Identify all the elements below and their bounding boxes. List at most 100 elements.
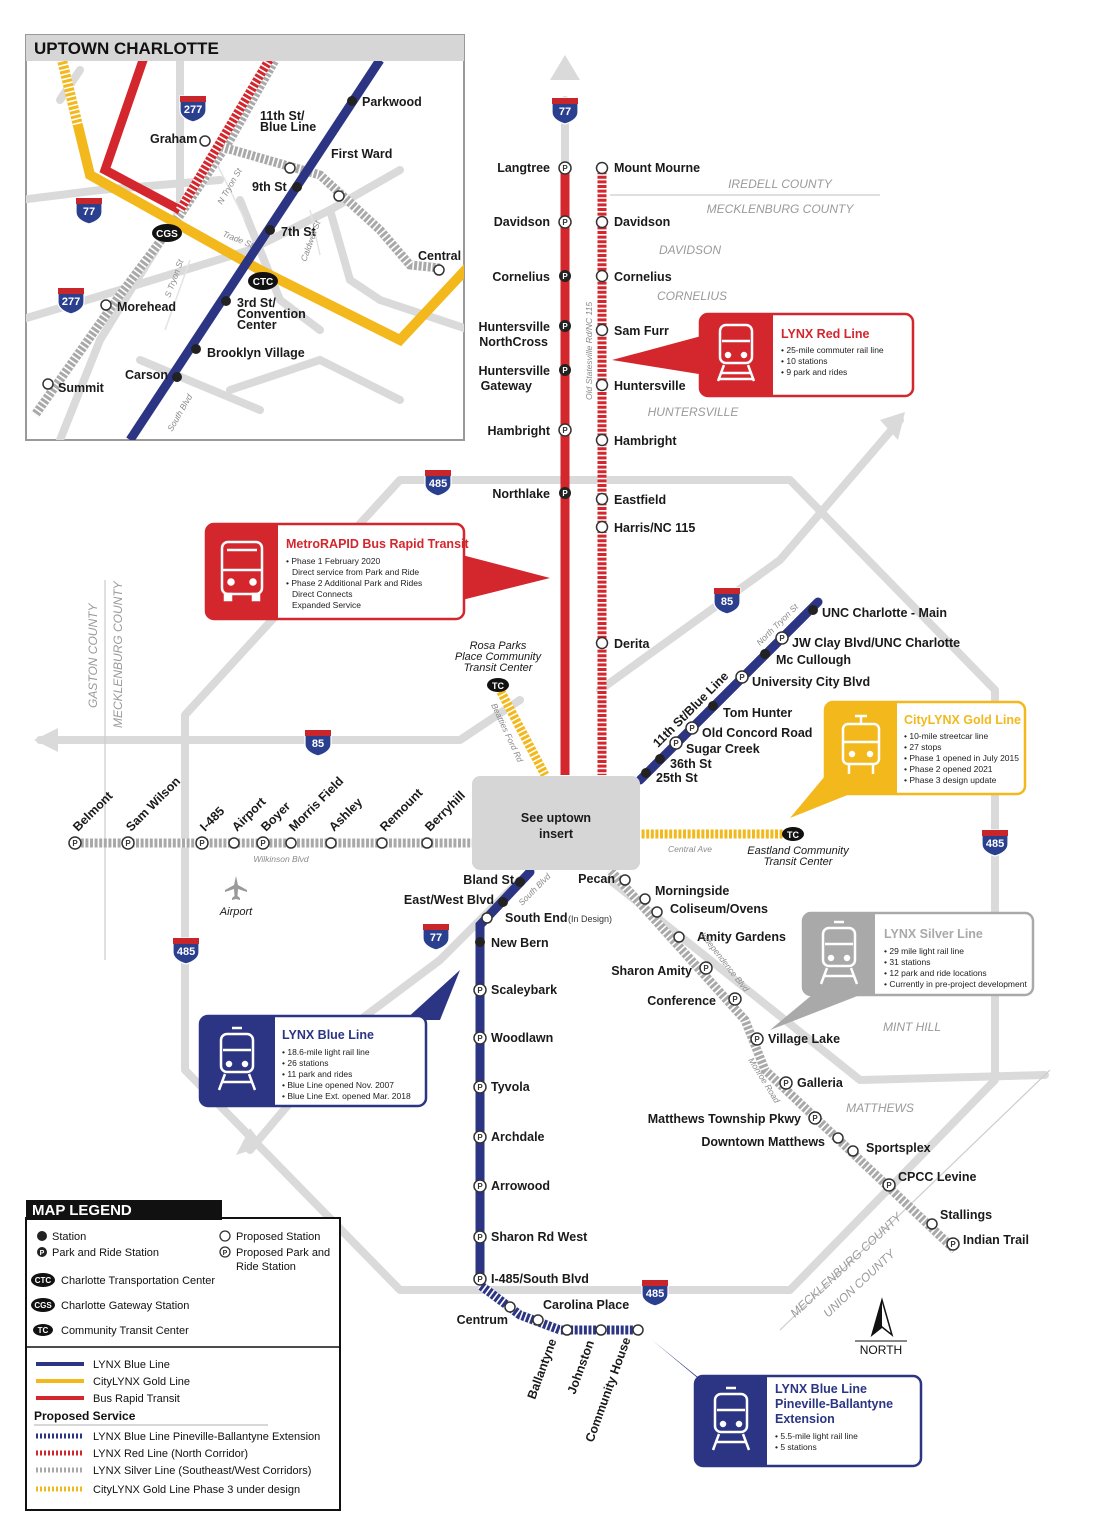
label-scaleybark: Scaleybark xyxy=(491,983,557,997)
label-derita: Derita xyxy=(614,637,650,651)
airplane-icon xyxy=(225,876,247,900)
svg-text:P: P xyxy=(72,839,78,848)
pr-station-hambright-w: P xyxy=(558,423,572,437)
label-conference: Conference xyxy=(647,994,716,1008)
label-cornelius-w: Cornelius xyxy=(492,270,550,284)
inset-graham: Graham xyxy=(150,132,197,146)
svg-text:277: 277 xyxy=(184,104,202,116)
legend-cgs: Charlotte Gateway Station xyxy=(61,1300,189,1312)
label-huntersville: HUNTERSVILLE xyxy=(648,405,740,419)
svg-text:P: P xyxy=(125,839,131,848)
label-galleria: Galleria xyxy=(797,1076,844,1090)
callout-extension: LYNX Blue Line Pineville-Ballantyne Exte… xyxy=(652,1340,923,1468)
pr-station-sugar-creek: P xyxy=(669,736,683,750)
callout-silver-b3: • 12 park and ride locations xyxy=(884,968,987,978)
pr-station-university-city: P xyxy=(735,670,749,684)
svg-text:P: P xyxy=(477,1083,483,1092)
callout-blue-b2: • 26 stations xyxy=(282,1058,328,1068)
station-huntersville-e xyxy=(595,378,609,392)
label-unc-main: UNC Charlotte - Main xyxy=(822,606,947,620)
blue-line-south xyxy=(475,867,535,1285)
label-iredell: IREDELL COUNTY xyxy=(728,177,833,191)
bus-icon xyxy=(220,540,264,602)
pr-station-old-concord: P xyxy=(685,721,699,735)
inset-parkwood: Parkwood xyxy=(362,95,422,109)
label-in-design: (In Design) xyxy=(568,914,612,924)
train-icon xyxy=(217,1026,257,1091)
callout-brt-b4: Direct Connects xyxy=(292,589,352,599)
label-central-ave: Central Ave xyxy=(668,844,712,854)
inset-carson: Carson xyxy=(125,368,168,382)
legend-p-red: LYNX Red Line (North Corridor) xyxy=(93,1448,248,1460)
label-rosa-2: Place Community xyxy=(455,651,543,663)
svg-text:CTC: CTC xyxy=(253,277,274,288)
pr-station-jw-clay: P xyxy=(775,631,789,645)
shield-85-northeast: 85 xyxy=(721,596,733,608)
inset-title: UPTOWN CHARLOTTE xyxy=(34,39,219,58)
label-berryhill: Berryhill xyxy=(422,788,468,834)
i77-arrow-north xyxy=(550,55,580,80)
legend-station: Station xyxy=(52,1231,86,1243)
label-hambright-e: Hambright xyxy=(614,434,677,448)
svg-text:P: P xyxy=(950,1240,956,1249)
station-sam-furr xyxy=(595,323,609,337)
label-sportsplex: Sportsplex xyxy=(866,1141,931,1155)
callout-brt-b1: • Phase 1 February 2020 xyxy=(286,556,380,566)
callout-blue-b4: • Blue Line opened Nov. 2007 xyxy=(282,1080,394,1090)
label-cpcc-levine: CPCC Levine xyxy=(898,1170,977,1184)
label-rosa-3: Transit Center xyxy=(464,662,534,674)
inset-11th-2: Blue Line xyxy=(260,120,316,134)
inset-9th: 9th St xyxy=(252,180,288,194)
svg-text:P: P xyxy=(260,839,266,848)
north-arrow: NORTH xyxy=(855,1297,907,1357)
label-northlake: Northlake xyxy=(492,487,550,501)
county-line-southeast xyxy=(779,1069,1051,1331)
inset-morehead: Morehead xyxy=(117,300,176,314)
label-airport: Airport xyxy=(219,906,253,918)
svg-text:P: P xyxy=(477,1233,483,1242)
label-sugar-creek: Sugar Creek xyxy=(686,742,760,756)
inset-7th: 7th St xyxy=(281,225,317,239)
pr-station-cornelius-w: P xyxy=(559,270,571,282)
label-i485-south: I-485/South Blvd xyxy=(491,1272,589,1286)
blue-ne-stations: P P P P UNC Charlotte - Main JW Clay Blv… xyxy=(641,601,960,785)
label-huntersville-e: Huntersville xyxy=(614,379,686,393)
label-downtown-matthews: Downtown Matthews xyxy=(701,1135,825,1149)
callout-gold: CityLYNX Gold Line • 10-mile streetcar l… xyxy=(790,700,1027,818)
svg-text:P: P xyxy=(732,995,738,1004)
silver-line-southeast-dash xyxy=(606,866,959,1254)
callout-red-line: LYNX Red Line • 25-mile commuter rail li… xyxy=(612,312,915,398)
train-icon xyxy=(819,920,859,985)
inset-summit: Summit xyxy=(58,381,105,395)
legend-p-blue: LYNX Blue Line Pineville-Ballantyne Exte… xyxy=(93,1431,320,1443)
station-derita xyxy=(595,636,609,650)
legend-gold: CityLYNX Gold Line xyxy=(93,1376,190,1388)
label-tyvola: Tyvola xyxy=(491,1080,531,1094)
label-old-statesville: Old Statesville Rd/NC 115 xyxy=(584,302,594,400)
label-johnston: Johnston xyxy=(565,1338,597,1396)
label-old-concord: Old Concord Road xyxy=(702,726,812,740)
callout-blue: LYNX Blue Line • 18.6-mile light rail li… xyxy=(198,970,460,1108)
label-langtree: Langtree xyxy=(497,161,550,175)
svg-text:P: P xyxy=(40,1250,45,1257)
inset-first-ward: First Ward xyxy=(331,147,392,161)
label-mount-mourne: Mount Mourne xyxy=(614,161,700,175)
legend-p-gold: CityLYNX Gold Line Phase 3 under design xyxy=(93,1484,300,1496)
callout-silver-title: LYNX Silver Line xyxy=(884,927,983,941)
callout-silver-b1: • 29 mile light rail line xyxy=(884,946,964,956)
svg-text:277: 277 xyxy=(62,296,80,308)
uptown-inset: UPTOWN CHARLOTTE 277 77 277 CGS CTC Park… xyxy=(25,34,465,441)
shield-485-east: 485 xyxy=(986,838,1004,850)
callout-gold-b5: • Phase 3 design update xyxy=(904,775,997,785)
uptown-box[interactable] xyxy=(472,776,640,870)
label-eastland-2: Transit Center xyxy=(764,856,834,868)
station-harris xyxy=(595,520,609,534)
label-eastfield: Eastfield xyxy=(614,493,666,507)
station-25th xyxy=(641,768,651,778)
station-davidson-e xyxy=(595,215,609,229)
label-bland: Bland St xyxy=(463,873,515,887)
svg-text:P: P xyxy=(783,1079,789,1088)
svg-text:P: P xyxy=(477,1034,483,1043)
label-sam-furr: Sam Furr xyxy=(614,324,669,338)
callout-gold-b2: • 27 stops xyxy=(904,742,941,752)
